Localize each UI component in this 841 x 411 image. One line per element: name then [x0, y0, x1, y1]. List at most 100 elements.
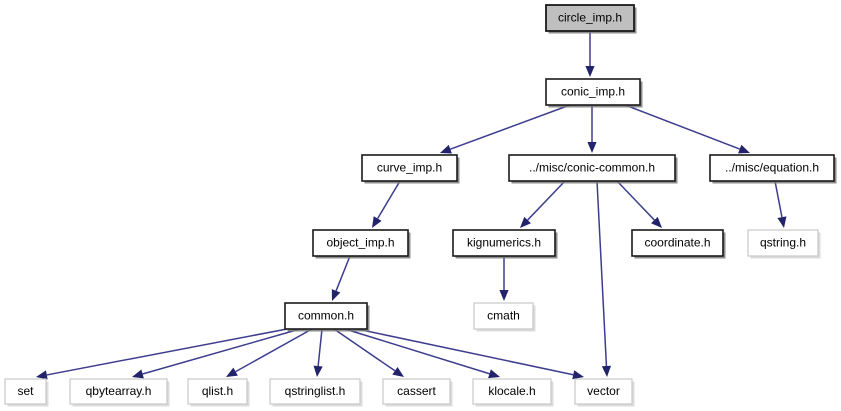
edge-common-to-vector	[356, 328, 584, 380]
edge-common-to-qbytearray	[132, 328, 301, 379]
node-click-target[interactable]	[362, 155, 457, 181]
edge-object_imp-to-common	[331, 255, 351, 301]
node-click-target[interactable]	[710, 155, 834, 181]
node-box[interactable]	[747, 229, 819, 257]
edge-line	[616, 180, 655, 221]
node-click-target[interactable]	[285, 303, 367, 329]
arrowhead-icon	[601, 365, 612, 377]
node-layer: circle_imp.h conic_imp.h curve_imp.h ../mis…	[4, 4, 837, 407]
edge-line	[356, 328, 574, 376]
node-click-target[interactable]	[383, 379, 450, 404]
edge-conic_imp-to-curve_imp	[440, 104, 571, 154]
arrowhead-icon	[440, 144, 452, 154]
node-box[interactable]	[382, 378, 451, 405]
arrowhead-icon	[585, 66, 595, 77]
node-box[interactable]	[472, 378, 552, 405]
arrowhead-icon	[587, 142, 597, 153]
edge-line	[235, 328, 313, 373]
edge-line	[774, 180, 783, 218]
edge-curve_imp-to-object_imp	[372, 180, 401, 228]
graph-node-klocale[interactable]: klocale.h	[472, 378, 554, 407]
arrowhead-icon	[777, 216, 787, 228]
edge-kignumerics-to-cmath	[499, 256, 509, 301]
graph-node-cmath[interactable]: cmath	[473, 302, 536, 332]
edge-common-to-qstringlist	[313, 328, 323, 377]
node-click-target[interactable]	[474, 303, 533, 329]
node-click-target[interactable]	[632, 230, 723, 256]
graph-node-object_imp[interactable]: object_imp.h	[312, 229, 411, 259]
edge-line	[624, 104, 740, 150]
edge-line	[527, 180, 566, 221]
arrowhead-icon	[392, 366, 404, 377]
node-click-target[interactable]	[575, 379, 632, 404]
node-click-target[interactable]	[546, 79, 640, 105]
graph-node-coordinate[interactable]: coordinate.h	[631, 229, 726, 259]
graph-node-circle_imp[interactable]: circle_imp.h	[545, 4, 637, 34]
edge-line	[335, 255, 351, 292]
node-box[interactable]	[508, 154, 676, 182]
edge-common-to-qlist	[226, 328, 313, 377]
graph-node-set[interactable]: set	[4, 378, 49, 407]
graph-node-conic_common[interactable]: ../misc/conic-common.h	[508, 154, 678, 184]
arrowhead-icon	[499, 290, 509, 301]
graph-node-common[interactable]: common.h	[284, 302, 370, 332]
graph-node-vector[interactable]: vector	[574, 378, 635, 407]
node-click-target[interactable]	[270, 379, 360, 404]
node-box[interactable]	[4, 378, 47, 405]
edge-conic_common-to-kignumerics	[520, 180, 566, 228]
node-box[interactable]	[545, 4, 635, 32]
arrowhead-icon	[36, 370, 48, 380]
node-click-target[interactable]	[546, 5, 634, 31]
node-click-target[interactable]	[453, 230, 555, 256]
graph-node-qstring[interactable]: qstring.h	[747, 229, 821, 259]
graph-node-kignumerics[interactable]: kignumerics.h	[452, 229, 558, 259]
node-box[interactable]	[473, 302, 534, 330]
arrowhead-icon	[313, 365, 323, 377]
node-box[interactable]	[361, 154, 458, 182]
edge-line	[333, 328, 396, 372]
edge-line	[596, 180, 608, 367]
node-box[interactable]	[312, 229, 409, 257]
node-box[interactable]	[574, 378, 633, 405]
arrowhead-icon	[372, 216, 382, 228]
arrowhead-icon	[572, 370, 584, 380]
node-click-target[interactable]	[188, 379, 247, 404]
node-box[interactable]	[284, 302, 368, 330]
graph-node-curve_imp[interactable]: curve_imp.h	[361, 154, 460, 184]
node-click-target[interactable]	[748, 230, 818, 256]
arrowhead-icon	[226, 367, 238, 377]
edge-line	[317, 328, 323, 367]
edge-conic_imp-to-conic_common	[587, 105, 597, 153]
arrowhead-icon	[651, 216, 662, 228]
node-click-target[interactable]	[473, 379, 551, 404]
edge-line	[142, 328, 301, 375]
graph-node-qbytearray[interactable]: qbytearray.h	[69, 378, 170, 407]
arrowhead-icon	[331, 289, 341, 301]
edge-line	[450, 104, 571, 150]
arrowhead-icon	[132, 369, 144, 379]
node-box[interactable]	[69, 378, 168, 405]
graph-node-conic_imp[interactable]: conic_imp.h	[545, 78, 643, 108]
node-click-target[interactable]	[509, 155, 675, 181]
edge-line	[46, 328, 288, 376]
edge-line	[344, 328, 490, 375]
node-box[interactable]	[452, 229, 556, 257]
edge-conic_common-to-coordinate	[616, 180, 662, 228]
node-box[interactable]	[631, 229, 724, 257]
node-box[interactable]	[269, 378, 361, 405]
edge-common-to-set	[36, 328, 288, 380]
graph-node-qlist[interactable]: qlist.h	[187, 378, 250, 407]
arrowhead-icon	[738, 144, 750, 154]
node-click-target[interactable]	[5, 379, 46, 404]
node-click-target[interactable]	[313, 230, 408, 256]
node-box[interactable]	[709, 154, 835, 182]
edge-common-to-klocale	[344, 328, 500, 379]
node-box[interactable]	[187, 378, 248, 405]
graph-node-qstringlist[interactable]: qstringlist.h	[269, 378, 363, 407]
edge-conic_common-to-vector	[596, 180, 612, 377]
graph-node-equation[interactable]: ../misc/equation.h	[709, 154, 837, 184]
node-box[interactable]	[545, 78, 641, 106]
graph-node-cassert[interactable]: cassert	[382, 378, 453, 407]
node-click-target[interactable]	[70, 379, 167, 404]
